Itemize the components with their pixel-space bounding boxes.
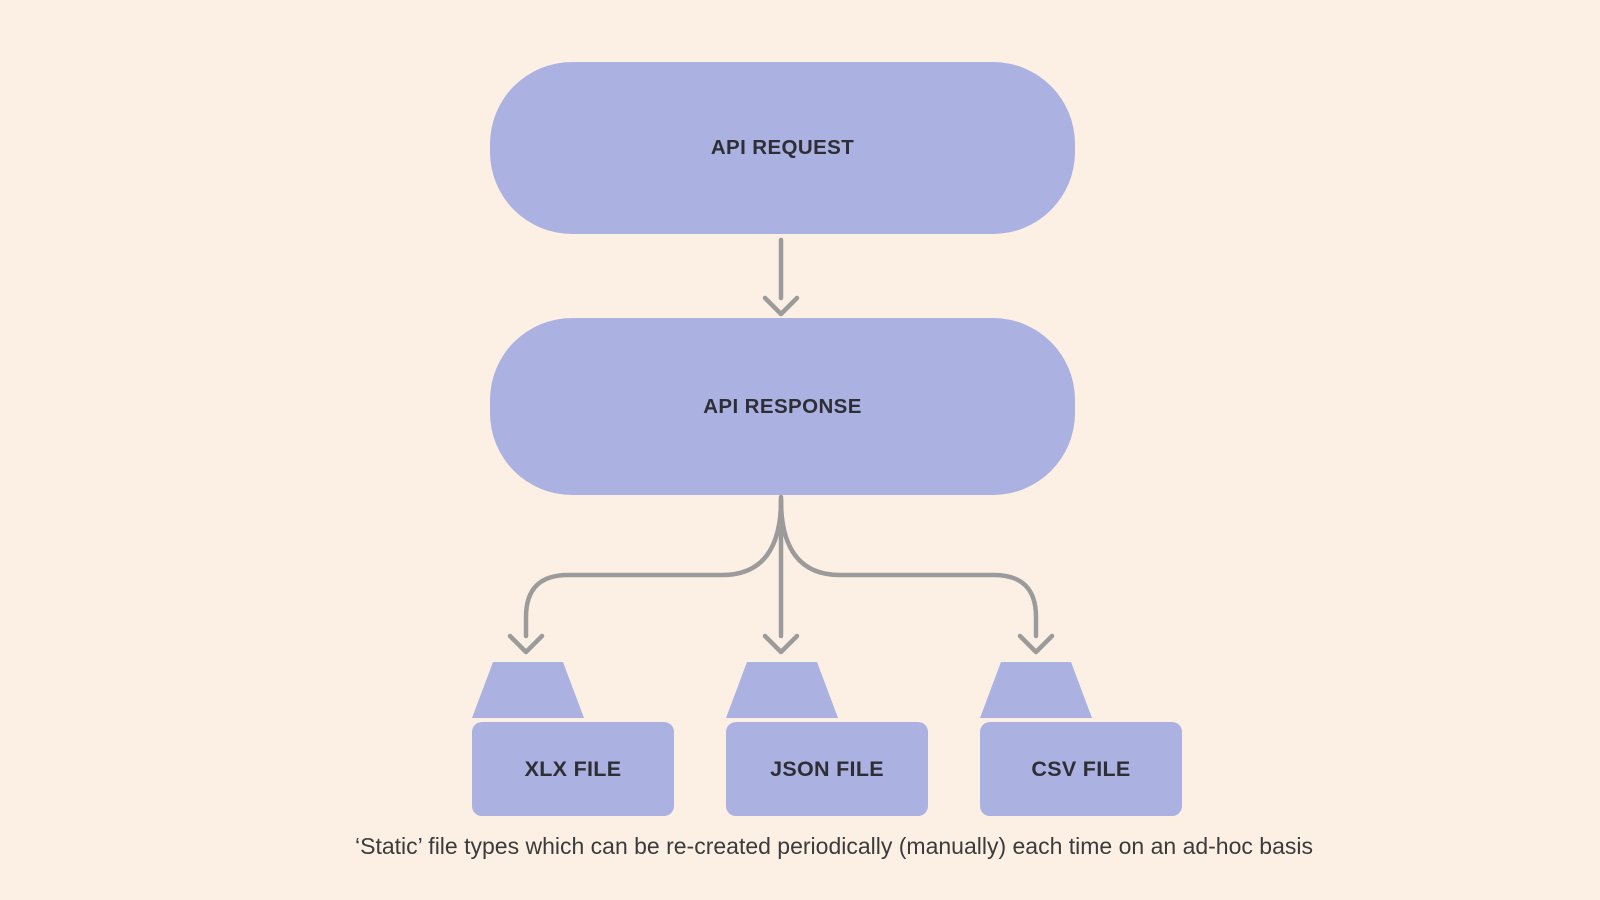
arrow-line bbox=[523, 497, 784, 639]
folder-tab-icon bbox=[980, 662, 1092, 718]
folder-body: XLX FILE bbox=[472, 722, 674, 816]
arrow-head-icon bbox=[762, 633, 800, 655]
node-api-request-label: API REQUEST bbox=[710, 136, 855, 159]
arrow-head-icon bbox=[762, 295, 800, 317]
node-api-response-label: API RESPONSE bbox=[703, 394, 862, 418]
diagram-caption: ‘Static’ file types which can be re-crea… bbox=[355, 833, 1313, 859]
folder-tab-icon bbox=[472, 662, 584, 718]
arrow-line bbox=[778, 497, 1039, 639]
branch-arrow-left bbox=[507, 497, 784, 655]
arrow-head-icon bbox=[1017, 633, 1055, 655]
node-api-response: API RESPONSE bbox=[490, 318, 1075, 495]
node-xlx-file-label: XLX FILE bbox=[524, 756, 622, 781]
node-csv-file: CSV FILE bbox=[980, 662, 1182, 816]
arrow-request-to-response bbox=[762, 237, 800, 317]
folder-body: JSON FILE bbox=[726, 722, 928, 816]
node-api-request: API REQUEST bbox=[490, 62, 1075, 234]
node-xlx-file: XLX FILE bbox=[472, 662, 674, 816]
arrow-head-icon bbox=[507, 633, 545, 655]
node-json-file: JSON FILE bbox=[726, 662, 928, 816]
folder-tab-icon bbox=[726, 662, 838, 718]
branch-arrow-right bbox=[778, 497, 1055, 655]
folder-body: CSV FILE bbox=[980, 722, 1182, 816]
node-csv-file-label: CSV FILE bbox=[1031, 756, 1131, 781]
node-json-file-label: JSON FILE bbox=[770, 756, 884, 781]
